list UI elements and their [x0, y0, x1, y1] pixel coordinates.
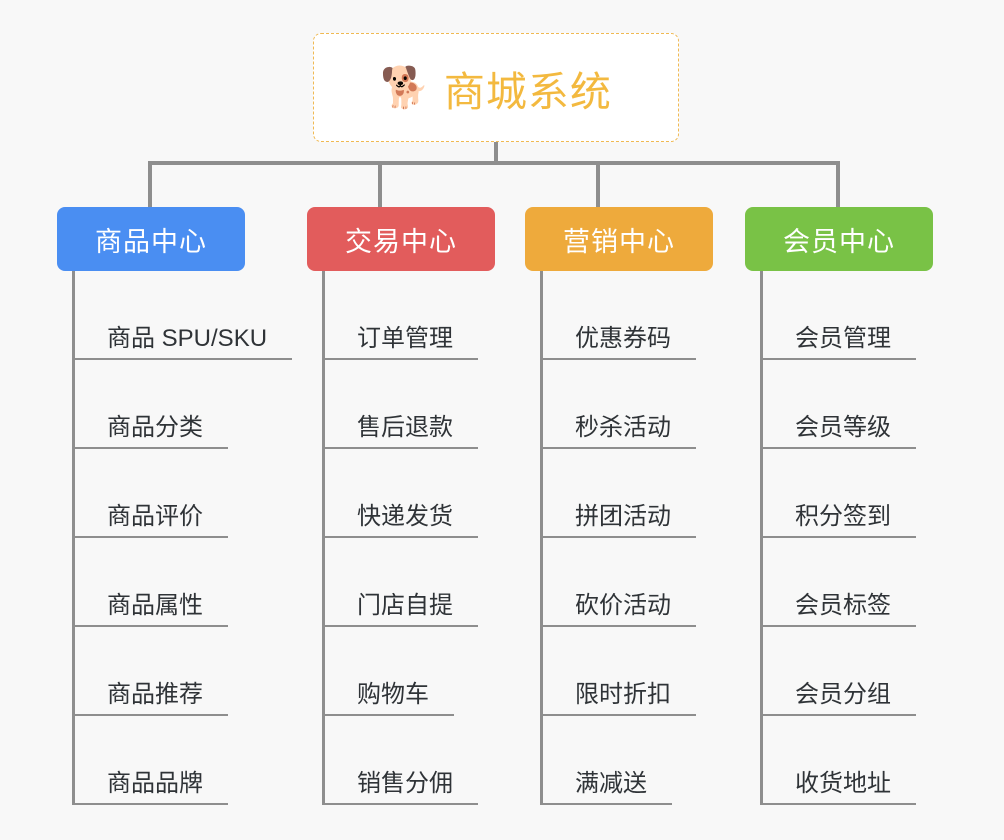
branch-items-1: 商品 SPU/SKU 商品分类商品评价商品属性商品推荐商品品牌 [72, 271, 292, 805]
leaf-item-label: 满减送 [575, 769, 647, 797]
leaf-item[interactable]: 商品 SPU/SKU [75, 271, 292, 360]
root-node[interactable]: 🐕 商城系统 [313, 33, 679, 142]
leaf-item[interactable]: 积分签到 [763, 449, 916, 538]
connector-horizontal-bus [150, 161, 840, 165]
leaf-item[interactable]: 会员标签 [763, 538, 916, 627]
leaf-item-label: 商品 SPU/SKU [107, 324, 268, 352]
branch-column-3: 营销中心优惠券码秒杀活动拼团活动砍价活动限时折扣满减送 [525, 207, 713, 805]
leaf-item-label: 购物车 [357, 680, 429, 708]
leaf-item-label: 限时折扣 [575, 680, 671, 708]
leaf-item-label: 会员管理 [795, 324, 891, 352]
leaf-item[interactable]: 会员等级 [763, 360, 916, 449]
branch-column-2: 交易中心订单管理售后退款快递发货门店自提购物车销售分佣 [307, 207, 495, 805]
leaf-item[interactable]: 收货地址 [763, 716, 916, 805]
leaf-item[interactable]: 商品属性 [75, 538, 228, 627]
connector-drop-2 [378, 161, 382, 207]
leaf-item-label: 砍价活动 [575, 591, 671, 619]
branch-header-1[interactable]: 商品中心 [57, 207, 245, 271]
leaf-item-label: 商品属性 [107, 591, 203, 619]
leaf-item-label: 积分签到 [795, 502, 891, 530]
leaf-item[interactable]: 优惠券码 [543, 271, 696, 360]
leaf-item[interactable]: 商品推荐 [75, 627, 228, 716]
connector-root-stem [494, 142, 498, 163]
leaf-item-label: 快递发货 [357, 502, 453, 530]
leaf-item[interactable]: 会员分组 [763, 627, 916, 716]
leaf-item[interactable]: 订单管理 [325, 271, 478, 360]
leaf-item-label: 优惠券码 [575, 324, 671, 352]
leaf-item-label: 售后退款 [357, 413, 453, 441]
leaf-item-label: 秒杀活动 [575, 413, 671, 441]
leaf-item-label: 会员分组 [795, 680, 891, 708]
leaf-item-label: 商品推荐 [107, 680, 203, 708]
leaf-item-label: 商品评价 [107, 502, 203, 530]
leaf-item-label: 销售分佣 [357, 769, 453, 797]
leaf-item[interactable]: 限时折扣 [543, 627, 696, 716]
leaf-item[interactable]: 满减送 [543, 716, 672, 805]
leaf-item-label: 商品分类 [107, 413, 203, 441]
leaf-item[interactable]: 商品评价 [75, 449, 228, 538]
branch-items-4: 会员管理会员等级积分签到会员标签会员分组收货地址 [760, 271, 933, 805]
leaf-item-label: 收货地址 [795, 769, 891, 797]
leaf-item-label: 商品品牌 [107, 769, 203, 797]
connector-drop-1 [148, 161, 152, 207]
leaf-item-label: 会员等级 [795, 413, 891, 441]
leaf-item[interactable]: 售后退款 [325, 360, 478, 449]
leaf-item[interactable]: 商品分类 [75, 360, 228, 449]
connector-drop-4 [836, 161, 840, 207]
leaf-item[interactable]: 销售分佣 [325, 716, 478, 805]
branch-header-4[interactable]: 会员中心 [745, 207, 933, 271]
root-title: 商城系统 [443, 68, 612, 115]
branch-header-3[interactable]: 营销中心 [525, 207, 713, 271]
leaf-item[interactable]: 商品品牌 [75, 716, 228, 805]
branch-column-4: 会员中心会员管理会员等级积分签到会员标签会员分组收货地址 [745, 207, 933, 805]
leaf-item[interactable]: 快递发货 [325, 449, 478, 538]
leaf-item[interactable]: 秒杀活动 [543, 360, 696, 449]
leaf-item-label: 门店自提 [357, 591, 453, 619]
leaf-item[interactable]: 会员管理 [763, 271, 916, 360]
branch-column-1: 商品中心商品 SPU/SKU 商品分类商品评价商品属性商品推荐商品品牌 [57, 207, 292, 805]
leaf-item-label: 拼团活动 [575, 502, 671, 530]
leaf-item[interactable]: 砍价活动 [543, 538, 696, 627]
branch-items-2: 订单管理售后退款快递发货门店自提购物车销售分佣 [322, 271, 495, 805]
branch-items-3: 优惠券码秒杀活动拼团活动砍价活动限时折扣满减送 [540, 271, 713, 805]
leaf-item-label: 会员标签 [795, 591, 891, 619]
connector-drop-3 [596, 161, 600, 207]
leaf-item[interactable]: 购物车 [325, 627, 454, 716]
leaf-item[interactable]: 拼团活动 [543, 449, 696, 538]
shiba-dog-face-icon: 🐕 [380, 65, 430, 110]
leaf-item-label: 订单管理 [357, 324, 453, 352]
branch-header-2[interactable]: 交易中心 [307, 207, 495, 271]
leaf-item[interactable]: 门店自提 [325, 538, 478, 627]
